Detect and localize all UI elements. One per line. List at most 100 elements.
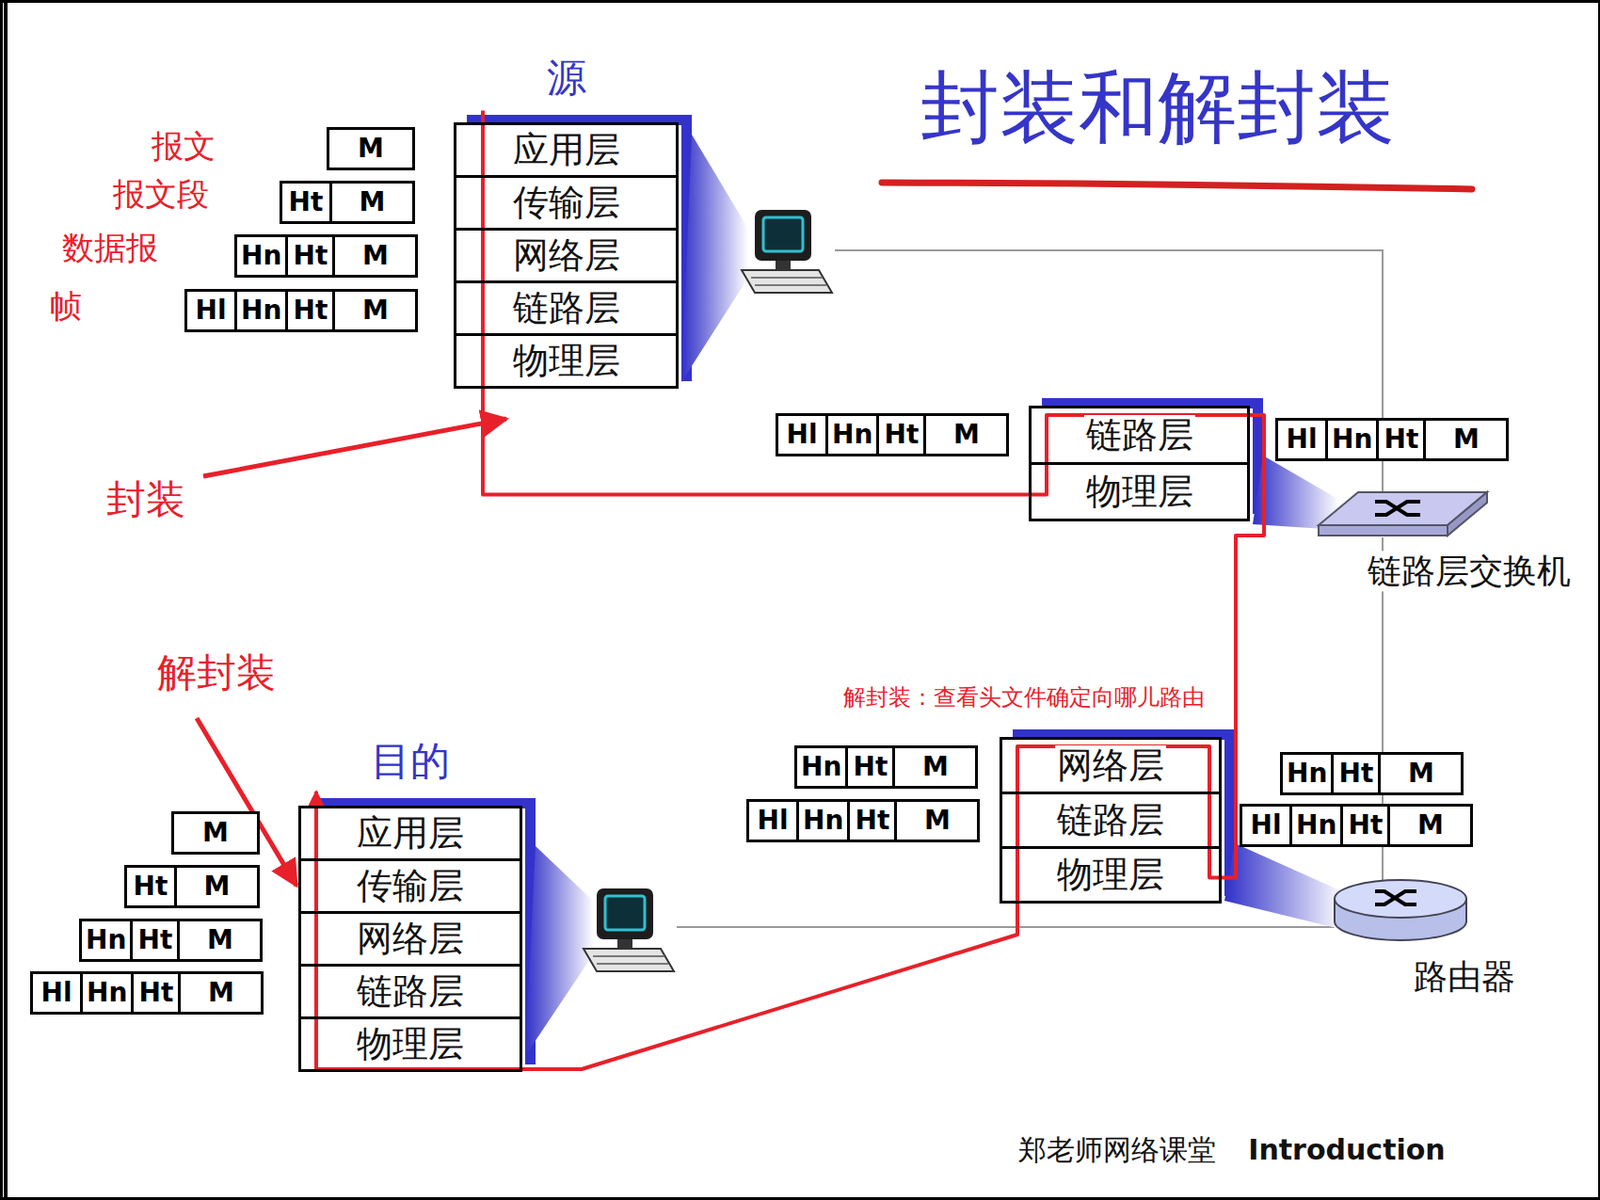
flow-connector [482,391,1032,496]
monitor [596,888,654,940]
decapsulation-arrow [196,718,297,886]
header-field: M [332,237,416,275]
layer-name: 应用层 [354,813,466,855]
title-underline [881,182,1472,190]
header-field: M [923,416,1007,454]
protocol-stack: 目的应用层传输层网络层链路层物理层 [298,805,523,1072]
screen [605,896,645,930]
layer-box: 物理层 [999,846,1222,904]
header-field: Hl [32,974,80,1012]
header-field: M [176,921,260,960]
computer-icon [583,888,674,972]
header-field: Hn [825,416,877,454]
packet-box: HtM [279,180,416,224]
data-flow-line [480,110,485,392]
layer-box: 应用层 [453,122,679,178]
layer-name: 链路层 [511,288,623,330]
annotation-label: 郑老师网络课堂 [1015,1133,1219,1168]
packet-box: HnHtM [1280,752,1464,796]
packet-box: HlHnHtM [746,799,980,843]
header-field: M [1423,420,1506,459]
switch-symbol [1375,501,1421,515]
header-field: Hn [1282,754,1331,793]
header-field: Ht [282,183,330,222]
stack-ground [301,808,526,1075]
header-field: Hl [1278,420,1326,459]
annotation-label: 封装 [103,476,189,524]
packet-box: HtM [124,864,260,909]
header-field: M [177,974,261,1012]
header-field: Hn [797,748,846,786]
header-field: M [329,183,413,222]
header-field: Hn [796,801,848,840]
packet-box: HlHnHtM [775,413,1009,457]
annotation-label: 链路层交换机 [1364,550,1574,592]
packet-box: HlHnHtM [184,288,418,333]
layer-name: 链路层 [1084,415,1196,457]
data-flow-line [316,791,526,1070]
layer-box: 网络层 [999,736,1222,795]
router-symbol [1375,891,1417,905]
encapsulation-arrow [203,418,507,477]
header-field: Ht [1340,806,1388,845]
header-field: Hn [81,921,130,960]
layer-box: 物理层 [453,333,679,389]
internal-flow [316,110,1253,1070]
layer-name: 应用层 [511,129,623,172]
header-field: Ht [285,291,333,330]
computer-icon [741,209,832,293]
header-field: Ht [129,921,177,960]
layer-name: 链路层 [354,971,466,1013]
header-field: Hn [1289,806,1341,845]
packet-box: HlHnHtM [1275,417,1509,462]
header-field: M [1377,754,1461,793]
stack-beam [1224,843,1344,930]
layer-name: 链路层 [1055,800,1167,842]
annotation-label: 解封装 [154,649,279,697]
layer-box: 链路层 [453,280,679,336]
layer-box: 链路层 [999,791,1222,849]
packet-box: HlHnHtM [30,971,264,1015]
layer-name: 网络层 [511,235,623,277]
header-field: M [892,748,976,786]
stack-heading: 目的 [368,737,452,785]
stand [617,939,633,948]
header-field: M [894,801,977,840]
layer-box: 应用层 [298,805,523,862]
layer-name: 传输层 [511,182,623,224]
stand [775,260,791,270]
layer-box: 链路层 [1028,405,1250,465]
annotation-label: Introduction [1245,1133,1448,1168]
switch-icon [1318,492,1488,536]
frame-line [1598,2,1600,1200]
layer-name: 网络层 [1055,745,1167,787]
header-field: Ht [845,748,893,786]
stack-ground [1002,739,1225,907]
stack-ground [1031,408,1253,525]
keyboard [583,948,674,972]
layer-box: 传输层 [298,858,523,914]
header-field: Ht [130,974,178,1012]
switch-front [1318,525,1448,536]
protocol-stack: 源应用层传输层网络层链路层物理层 [453,122,679,389]
header-field: Hn [234,291,286,330]
keys [751,277,827,286]
router-top [1334,880,1467,918]
layer-name: 传输层 [354,865,466,908]
stack-beam [525,846,594,1056]
header-field: M [332,291,416,330]
header-field: Ht [876,416,924,454]
layer-name: 网络层 [354,918,466,960]
header-field: Hl [187,291,235,330]
header-field: M [174,867,257,906]
annotation-label: 报文 [148,127,219,166]
stack-ground [456,125,682,392]
header-field: Hl [749,801,797,840]
network-wires [676,250,1383,928]
stack-heading: 源 [544,54,589,102]
packet-box: M [171,811,260,855]
annotation-label: 路由器 [1410,956,1519,997]
